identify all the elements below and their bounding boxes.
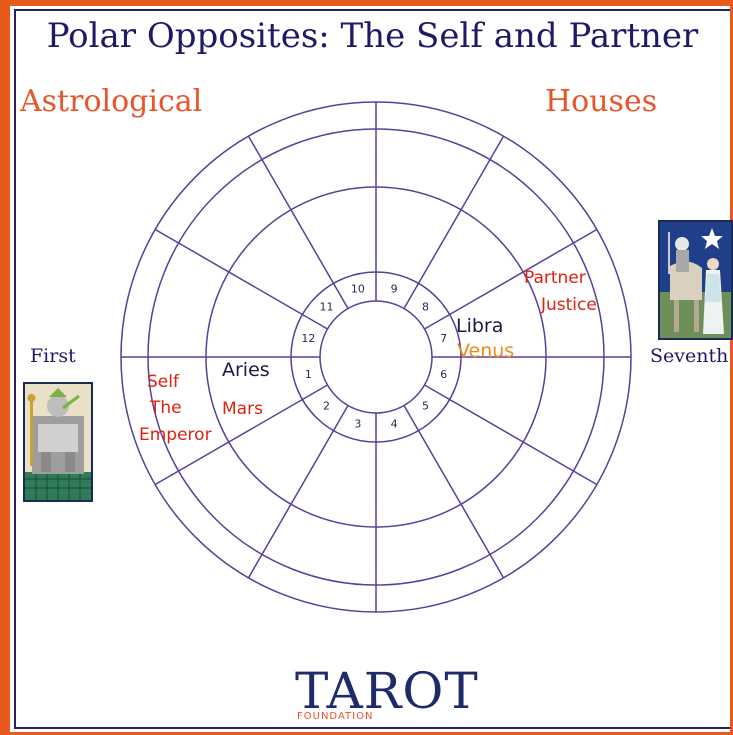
house-number: 6 (440, 368, 447, 381)
house-number: 11 (320, 301, 334, 314)
tarot-foundation-logo: TAROT FOUNDATION (290, 668, 460, 728)
house-number: 12 (301, 332, 315, 345)
house-cusp-line (249, 136, 349, 308)
house-cusp-line (155, 230, 327, 330)
first-house-meaning: Self (147, 372, 180, 392)
house-cusp-line (404, 136, 504, 308)
emperor-card-image (23, 382, 93, 502)
justice-card-image (658, 220, 733, 340)
first-house-card-line1: The (149, 398, 182, 418)
seventh-house-card: Justice (540, 295, 597, 315)
house-number: 10 (351, 282, 365, 295)
first-house-card-line2: Emperor (139, 425, 212, 445)
logo-subtitle: FOUNDATION (297, 711, 373, 722)
seventh-house-meaning: Partner (524, 268, 586, 288)
house-number: 3 (354, 418, 361, 431)
house-cusp-line (249, 406, 349, 578)
first-house-planet: Mars (222, 399, 263, 419)
house-cusps (121, 102, 631, 612)
center-circle (320, 301, 432, 413)
house-number: 5 (422, 400, 429, 413)
first-house-sign: Aries (222, 359, 270, 381)
seventh-house-sign: Libra (456, 315, 503, 337)
seventh-house-planet: Venus (457, 340, 514, 362)
house-number: 2 (323, 400, 330, 413)
house-number: 8 (422, 301, 429, 314)
house-number: 1 (305, 368, 312, 381)
house-cusp-line (404, 406, 504, 578)
house-cusp-line (425, 385, 597, 485)
house-number: 9 (391, 282, 398, 295)
house-number: 4 (391, 418, 398, 431)
house-number: 7 (440, 332, 447, 345)
